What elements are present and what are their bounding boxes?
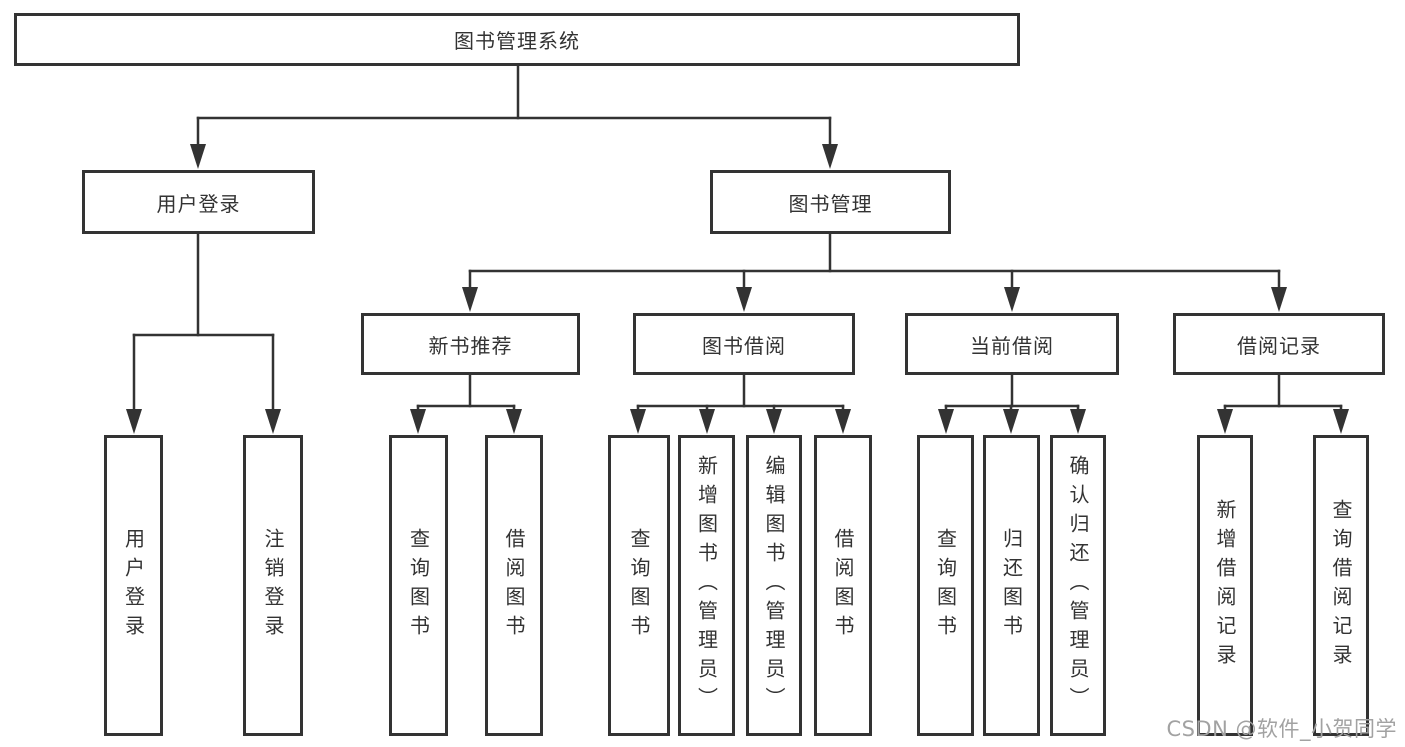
leaf-user-login: 用户登录 — [104, 435, 163, 736]
leaf-recommend-query-books-label: 查询图书 — [406, 527, 431, 644]
leaf-logout: 注销登录 — [243, 435, 303, 736]
leaf-borrow-add-books-admin: 新增图书（管理员） — [678, 435, 735, 736]
leaf-records-query-record-label: 查询借阅记录 — [1329, 498, 1353, 673]
node-borrow-records: 借阅记录 — [1173, 313, 1385, 375]
watermark-text: CSDN @软件_小贺同学 — [1166, 717, 1397, 741]
leaf-borrow-query-books-label: 查询图书 — [627, 527, 651, 644]
node-current-borrow-label: 当前借阅 — [970, 333, 1054, 358]
node-book-management: 图书管理 — [710, 170, 951, 234]
node-book-borrow-label: 图书借阅 — [702, 333, 786, 358]
leaf-borrow-edit-books-admin-label: 编辑图书（管理员） — [762, 455, 786, 716]
leaf-records-query-record: 查询借阅记录 — [1313, 435, 1369, 736]
leaf-current-return-books-label: 归还图书 — [999, 527, 1024, 644]
leaf-records-add-record-label: 新增借阅记录 — [1213, 498, 1237, 673]
node-new-book-recommend: 新书推荐 — [361, 313, 580, 375]
leaf-borrow-borrow-books-label: 借阅图书 — [831, 527, 855, 644]
leaf-borrow-query-books: 查询图书 — [608, 435, 670, 736]
leaf-current-return-books: 归还图书 — [983, 435, 1040, 736]
leaf-user-login-label: 用户登录 — [121, 527, 146, 644]
leaf-current-confirm-return-admin: 确认归还（管理员） — [1050, 435, 1106, 736]
leaf-current-query-books: 查询图书 — [917, 435, 974, 736]
leaf-current-confirm-return-admin-label: 确认归还（管理员） — [1066, 455, 1090, 716]
leaf-borrow-borrow-books: 借阅图书 — [814, 435, 872, 736]
node-user-login-label: 用户登录 — [156, 191, 241, 216]
node-current-borrow: 当前借阅 — [905, 313, 1119, 375]
node-book-borrow: 图书借阅 — [633, 313, 855, 375]
node-new-book-recommend-label: 新书推荐 — [428, 333, 513, 358]
arrowheads — [126, 144, 1349, 434]
leaf-recommend-borrow-books-label: 借阅图书 — [502, 527, 526, 644]
node-borrow-records-label: 借阅记录 — [1237, 333, 1321, 358]
node-root: 图书管理系统 — [14, 13, 1020, 66]
leaf-borrow-edit-books-admin: 编辑图书（管理员） — [746, 435, 802, 736]
leaf-borrow-add-books-admin-label: 新增图书（管理员） — [694, 455, 719, 716]
node-book-management-label: 图书管理 — [788, 191, 873, 216]
node-root-label: 图书管理系统 — [454, 29, 580, 53]
leaf-records-add-record: 新增借阅记录 — [1197, 435, 1253, 736]
leaf-logout-label: 注销登录 — [261, 527, 285, 644]
node-user-login: 用户登录 — [82, 170, 315, 234]
leaf-recommend-query-books: 查询图书 — [389, 435, 448, 736]
leaf-recommend-borrow-books: 借阅图书 — [485, 435, 543, 736]
leaf-current-query-books-label: 查询图书 — [933, 527, 958, 644]
